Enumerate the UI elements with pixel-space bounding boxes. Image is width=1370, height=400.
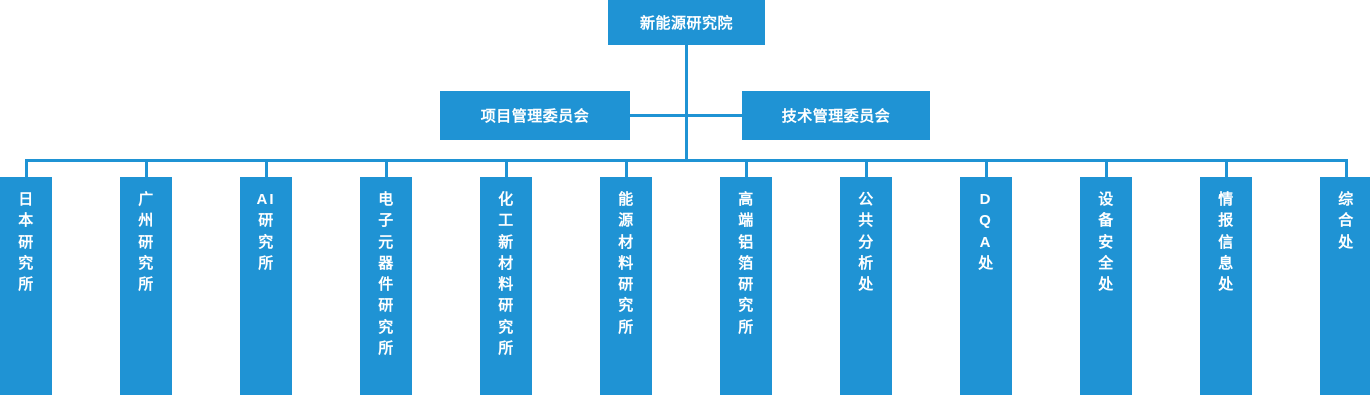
department-label-char: 安 bbox=[1098, 233, 1114, 251]
department-label-char: 子 bbox=[378, 212, 394, 230]
department-label-char: 所 bbox=[18, 276, 34, 294]
department-label-char: Q bbox=[979, 212, 993, 230]
department-label-char: 合 bbox=[1338, 212, 1354, 230]
department-label-char: 共 bbox=[858, 212, 874, 230]
department-label-char: 新 bbox=[498, 233, 514, 251]
department-label-char: 息 bbox=[1218, 254, 1234, 272]
department-label-char: 情 bbox=[1218, 191, 1234, 208]
node-department[interactable]: 广州研究所 bbox=[120, 177, 172, 395]
department-bus-connector bbox=[25, 159, 1345, 162]
department-label-char: 究 bbox=[498, 318, 514, 336]
department-label-char: 研 bbox=[138, 233, 154, 251]
department-label-char: 究 bbox=[738, 297, 754, 315]
department-label-char: 料 bbox=[498, 276, 514, 294]
node-department[interactable]: 情报信息处 bbox=[1200, 177, 1252, 395]
node-department[interactable]: 公共分析处 bbox=[840, 177, 892, 395]
department-label-char: 处 bbox=[1098, 276, 1114, 294]
node-department[interactable]: 能源材料研究所 bbox=[600, 177, 652, 395]
department-stub-connector bbox=[145, 159, 148, 177]
department-label-char: 研 bbox=[378, 297, 394, 315]
department-label-char: A bbox=[979, 233, 993, 251]
department-label-char: 所 bbox=[378, 340, 394, 358]
department-label-char: D bbox=[979, 191, 993, 208]
department-label-char: 高 bbox=[738, 191, 754, 208]
department-label-char: 公 bbox=[858, 191, 874, 208]
department-stub-connector bbox=[1225, 159, 1228, 177]
department-label-char: 究 bbox=[618, 297, 634, 315]
node-department[interactable]: 综合处 bbox=[1320, 177, 1370, 395]
department-label-char: 所 bbox=[498, 340, 514, 358]
node-committee-technical-management[interactable]: 技术管理委员会 bbox=[742, 91, 930, 140]
node-department[interactable]: 设备安全处 bbox=[1080, 177, 1132, 395]
department-label-char: 设 bbox=[1098, 191, 1114, 208]
department-stub-connector bbox=[625, 159, 628, 177]
node-department[interactable]: 高端铝箔研究所 bbox=[720, 177, 772, 395]
department-label-char: 研 bbox=[738, 276, 754, 294]
department-label-char: 备 bbox=[1098, 212, 1114, 230]
department-label-char: 州 bbox=[138, 212, 154, 230]
department-stub-connector bbox=[265, 159, 268, 177]
department-label-char: 材 bbox=[498, 254, 514, 272]
department-label-char: 信 bbox=[1218, 233, 1234, 251]
department-label-char: 铝 bbox=[738, 233, 754, 251]
department-label-char: 件 bbox=[378, 276, 394, 294]
committee-link-connector bbox=[628, 114, 744, 117]
node-committee-project-management[interactable]: 项目管理委员会 bbox=[440, 91, 630, 140]
department-label-char: 分 bbox=[858, 233, 874, 251]
department-label-char: 日 bbox=[18, 191, 34, 208]
department-label-char: 研 bbox=[258, 212, 274, 230]
department-label-char: 工 bbox=[498, 212, 514, 230]
department-label-char: 研 bbox=[18, 233, 34, 251]
department-label-char: 研 bbox=[498, 297, 514, 315]
department-label-char: 所 bbox=[258, 254, 274, 272]
department-stub-connector bbox=[1105, 159, 1108, 177]
department-label-char: 器 bbox=[378, 254, 394, 272]
department-label-char: 所 bbox=[618, 318, 634, 336]
department-label-char: 处 bbox=[858, 276, 874, 294]
department-label-char: 电 bbox=[378, 191, 394, 208]
department-label-char: 全 bbox=[1098, 254, 1114, 272]
department-label-char: 元 bbox=[378, 233, 394, 251]
department-stub-connector bbox=[505, 159, 508, 177]
department-stub-connector bbox=[385, 159, 388, 177]
department-stub-connector bbox=[1345, 159, 1348, 177]
node-department[interactable]: 日本研究所 bbox=[0, 177, 52, 395]
node-root[interactable]: 新能源研究院 bbox=[608, 0, 765, 45]
department-label-char: 究 bbox=[138, 254, 154, 272]
node-department[interactable]: 电子元器件研究所 bbox=[360, 177, 412, 395]
department-label-char: 所 bbox=[138, 276, 154, 294]
department-stub-connector bbox=[745, 159, 748, 177]
department-label-char: 究 bbox=[18, 254, 34, 272]
department-label-char: 析 bbox=[858, 254, 874, 272]
department-label-char: 料 bbox=[618, 254, 634, 272]
department-stub-connector bbox=[985, 159, 988, 177]
department-label-char: 处 bbox=[1218, 276, 1234, 294]
department-label-char: 广 bbox=[138, 191, 154, 208]
department-stub-connector bbox=[865, 159, 868, 177]
department-label-char: 所 bbox=[738, 318, 754, 336]
department-label-char: 报 bbox=[1218, 212, 1234, 230]
department-label-char: 究 bbox=[378, 318, 394, 336]
department-label-char: 处 bbox=[1338, 233, 1354, 251]
department-label-char: 源 bbox=[618, 212, 634, 230]
department-label-char: 究 bbox=[258, 233, 274, 251]
department-label-char: 综 bbox=[1338, 191, 1354, 208]
department-label-char: 箔 bbox=[738, 254, 754, 272]
department-stub-connector bbox=[25, 159, 28, 177]
department-label-char: 化 bbox=[498, 191, 514, 208]
department-label-char: 本 bbox=[18, 212, 34, 230]
department-label-char: 能 bbox=[618, 191, 634, 208]
department-label-char: 处 bbox=[978, 254, 994, 272]
department-label-char: 研 bbox=[618, 276, 634, 294]
department-label-char: AI bbox=[256, 191, 276, 208]
department-label-char: 端 bbox=[738, 212, 754, 230]
department-label-char: 材 bbox=[618, 233, 634, 251]
root-spine-connector bbox=[685, 45, 688, 162]
node-department[interactable]: 化工新材料研究所 bbox=[480, 177, 532, 395]
node-department[interactable]: AI 研究所 bbox=[240, 177, 292, 395]
